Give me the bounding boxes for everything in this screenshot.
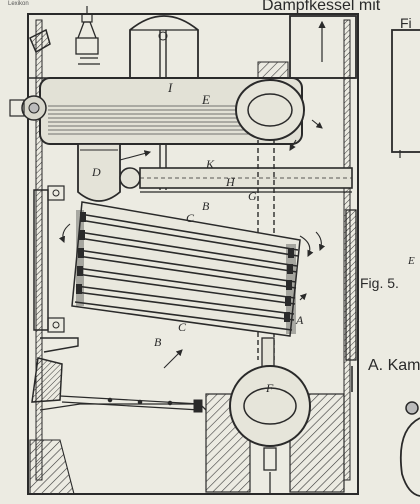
- label-e: E: [201, 92, 210, 107]
- chimney: [257, 15, 357, 81]
- upper-drum-e: [9, 77, 305, 145]
- water-tube-bank: [71, 201, 301, 337]
- left-door: [33, 185, 65, 333]
- label-c-lower: C: [178, 320, 187, 334]
- right-panels: [345, 29, 420, 497]
- downcomer-g: [257, 140, 275, 360]
- label-f: F: [265, 381, 274, 395]
- label-h: H: [225, 175, 236, 189]
- figure-caption: Fig. 5.: [360, 275, 399, 291]
- header-title: Dampfkessel mit: [262, 0, 381, 14]
- lower-drum-f: [205, 337, 345, 494]
- label-b-lower: B: [154, 335, 162, 349]
- label-d: D: [91, 165, 101, 179]
- corner-mark: Lexikon: [8, 1, 29, 7]
- header-box-d: [77, 143, 121, 202]
- superheater-tube: [119, 150, 353, 193]
- label-a: A: [295, 313, 304, 327]
- label-e-right: E: [407, 255, 415, 267]
- part-labels: I E D K H G B C C B A F E: [91, 80, 415, 395]
- flow-arrows: [58, 119, 326, 369]
- section-heading: A. Kam: [368, 357, 420, 374]
- label-i: I: [167, 80, 173, 95]
- outer-wall: [27, 13, 359, 495]
- label-b-upper: B: [202, 199, 210, 213]
- firebox: [29, 337, 207, 495]
- safety-valve: [29, 6, 100, 65]
- label-k: K: [205, 157, 215, 171]
- label-c-upper: C: [186, 211, 195, 225]
- label-g: G: [248, 189, 257, 203]
- header-fig-ref: Fi: [400, 15, 412, 31]
